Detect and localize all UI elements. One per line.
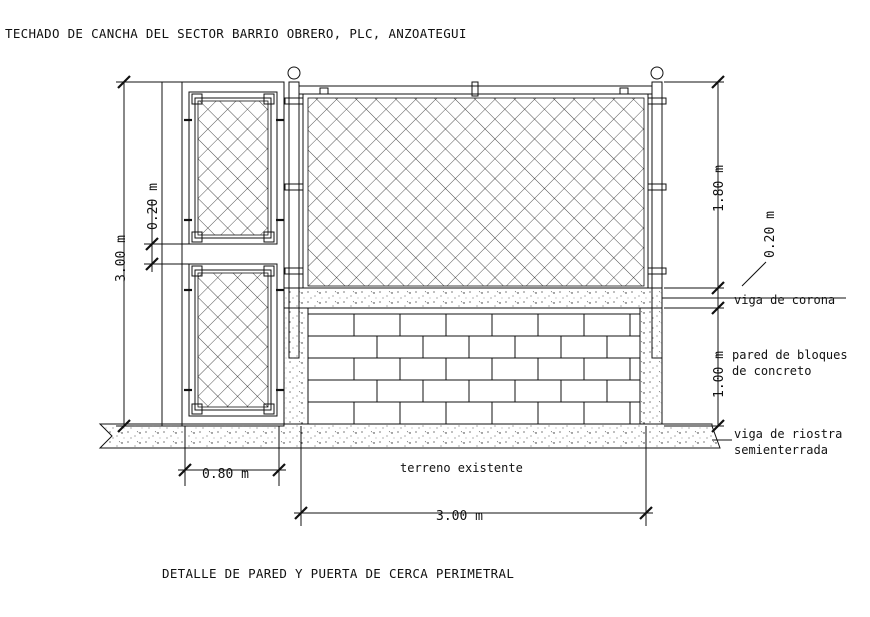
wall-width-dimension: 3.00 m <box>294 426 653 526</box>
gate-width-dimension: 0.80 m <box>178 426 286 486</box>
tie-beam-note-2: semienterrada <box>734 443 828 457</box>
gate <box>161 81 285 427</box>
block-wall-note-2: de concreto <box>732 364 811 378</box>
crown-beam <box>283 287 663 309</box>
drawing-caption: DETALLE DE PARED Y PUERTA DE CERCA PERIM… <box>162 566 514 581</box>
fence-height-label: 1.80 m <box>712 165 727 212</box>
gate-gap-dimension: 0.20 m <box>144 183 196 272</box>
beam-height-label: 0.20 m <box>763 211 778 258</box>
tie-beam-note-1: viga de riostra <box>734 427 842 441</box>
right-height-dimensions: 1.80 m 1.00 m 0.20 m <box>664 75 778 433</box>
gate-width-label: 0.80 m <box>202 467 249 482</box>
drawing-title: TECHADO DE CANCHA DEL SECTOR BARRIO OBRE… <box>5 26 467 41</box>
total-height-dimension: 3.00 m <box>114 75 164 433</box>
block-wall <box>283 307 663 425</box>
wall-width-label: 3.00 m <box>436 509 483 524</box>
total-height-label: 3.00 m <box>114 235 129 282</box>
wall-height-label: 1.00 m <box>712 351 727 398</box>
annotations: viga de corona pared de bloques de concr… <box>400 293 848 475</box>
block-wall-note-1: pared de bloques <box>732 348 848 362</box>
tie-beam <box>98 423 721 449</box>
crown-beam-note: viga de corona <box>734 293 835 307</box>
gate-gap-label: 0.20 m <box>146 183 161 230</box>
ground-note: terreno existente <box>400 461 523 475</box>
chain-link-panel <box>298 81 653 289</box>
